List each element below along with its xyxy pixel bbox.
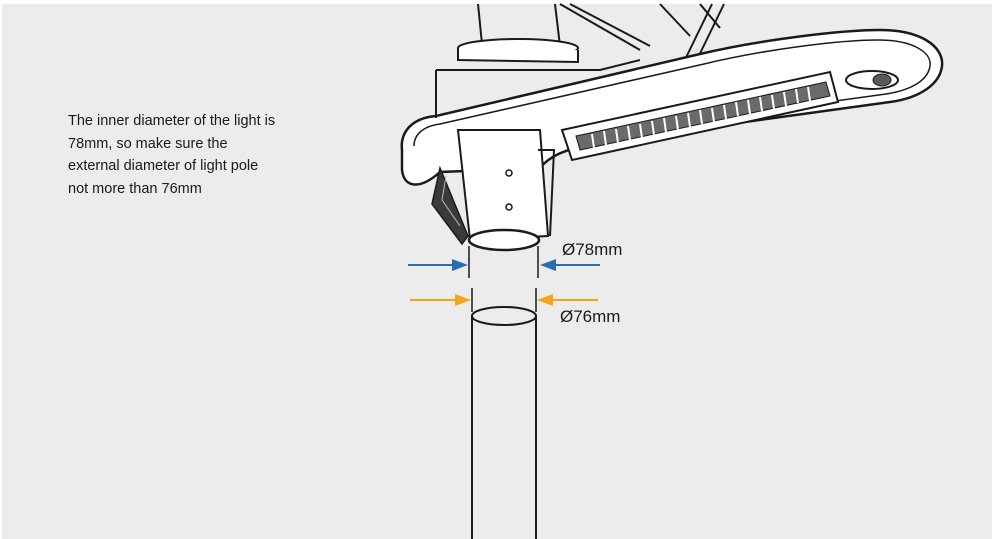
mounting-arm	[457, 3, 725, 71]
arrow-right-icon	[452, 259, 468, 271]
arrow-right-icon	[455, 294, 471, 306]
outer-diameter-dimension	[410, 288, 598, 312]
installation-note: The inner diameter of the light is 78mm,…	[68, 110, 368, 200]
outer-diameter-label: Ø76mm	[560, 307, 621, 326]
note-line: not more than 76mm	[68, 180, 202, 197]
light-pole	[471, 306, 537, 539]
inner-diameter-label: Ø78mm	[562, 240, 623, 259]
inner-diameter-dimension	[408, 246, 600, 278]
note-line: 78mm, so make sure the	[68, 135, 228, 152]
pole-socket	[431, 129, 556, 252]
screw-icon	[505, 169, 513, 177]
street-light-housing	[400, 28, 944, 252]
screw-icon	[505, 203, 513, 211]
led-module	[560, 70, 840, 162]
note-line: external diameter of light pole	[68, 158, 259, 174]
arrow-left-icon	[537, 294, 553, 306]
note-line: The inner diameter of the light is	[68, 113, 276, 129]
photocell-sensor	[845, 70, 899, 90]
arrow-left-icon	[540, 259, 556, 271]
